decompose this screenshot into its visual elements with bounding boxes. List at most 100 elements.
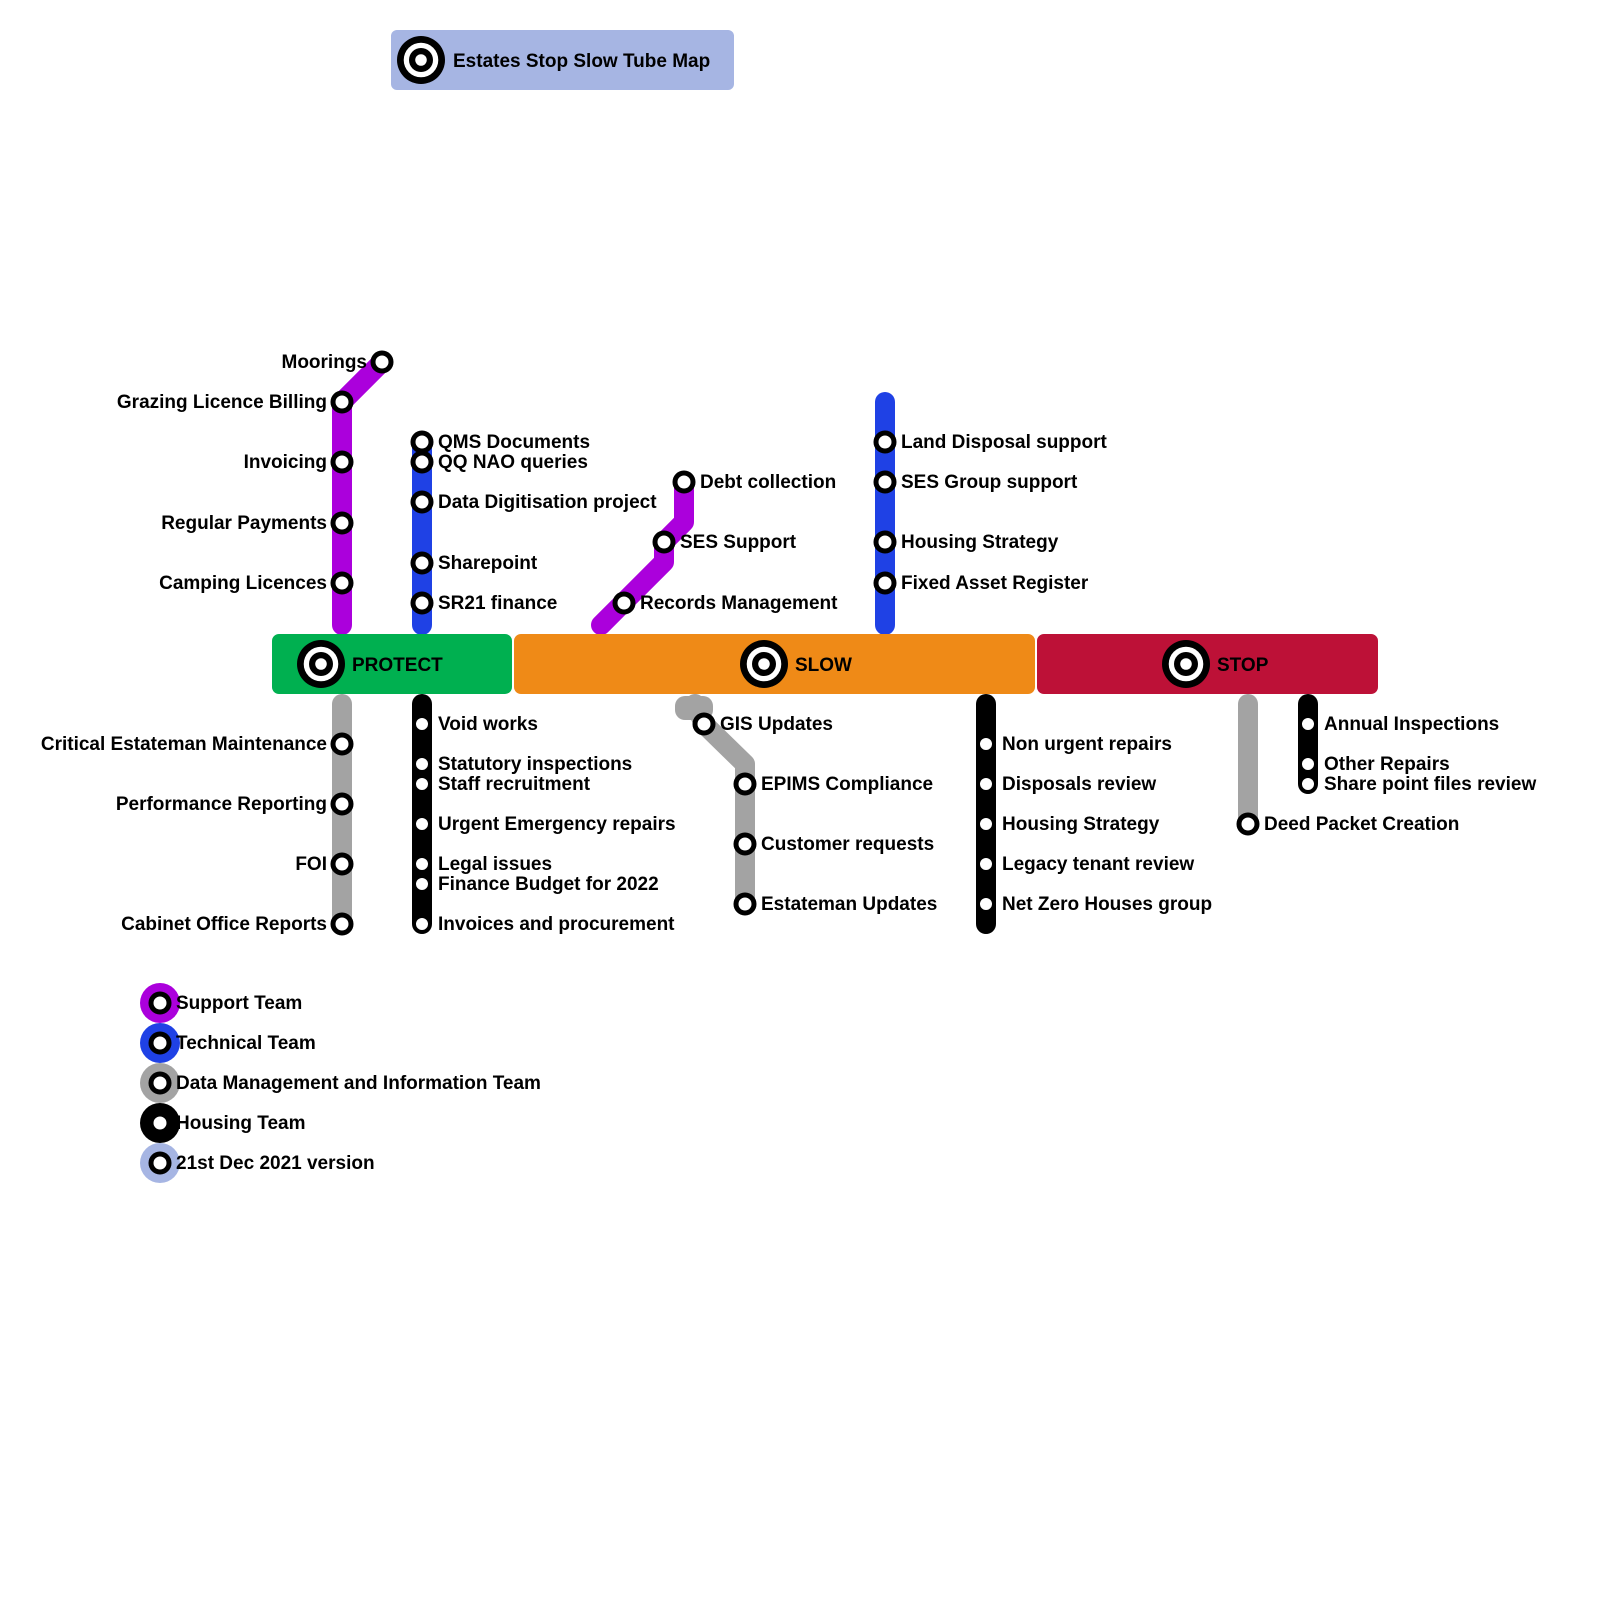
station-void-works[interactable]: Void works [414, 714, 538, 735]
legend-item-data: Data Management and Information Team [140, 1063, 541, 1103]
station-qq-nao-queries[interactable]: QQ NAO queries [410, 450, 588, 474]
legend-item-technical: Technical Team [140, 1023, 316, 1063]
station-other-repairs[interactable]: Other Repairs [1300, 754, 1450, 775]
station-fixed-asset-register[interactable]: Fixed Asset Register [873, 571, 1089, 595]
station-label: QQ NAO queries [438, 452, 588, 473]
station-housing-strategy[interactable]: Housing Strategy [978, 814, 1160, 835]
station-housing-strategy[interactable]: Housing Strategy [873, 530, 1059, 554]
station-marker [733, 772, 757, 796]
station-customer-requests[interactable]: Customer requests [733, 832, 934, 856]
station-label: EPIMS Compliance [761, 774, 933, 795]
station-annual-inspections[interactable]: Annual Inspections [1300, 714, 1499, 735]
station-ses-group-support[interactable]: SES Group support [873, 470, 1078, 494]
station-marker [873, 470, 897, 494]
station-marker [733, 892, 757, 916]
station-epims-compliance[interactable]: EPIMS Compliance [733, 772, 933, 796]
station-label: Performance Reporting [116, 794, 327, 815]
station-cabinet-office-reports[interactable]: Cabinet Office Reports [121, 912, 354, 936]
station-marker [978, 856, 994, 872]
station-label: FOI [295, 854, 327, 875]
station-urgent-emergency-repairs[interactable]: Urgent Emergency repairs [414, 814, 676, 835]
station-marker [1300, 776, 1316, 792]
station-marker [978, 736, 994, 752]
station-marker [410, 490, 434, 514]
legend-label: Support Team [176, 993, 302, 1014]
station-marker [414, 876, 430, 892]
station-marker [330, 852, 354, 876]
station-marker [692, 712, 716, 736]
station-marker-icon [148, 1031, 172, 1055]
station-debt-collection[interactable]: Debt collection [672, 470, 836, 494]
station-marker [330, 912, 354, 936]
station-label: SES Support [680, 532, 797, 553]
station-label: Non urgent repairs [1002, 734, 1172, 755]
station-label: Regular Payments [161, 513, 327, 534]
station-grazing-licence-billing[interactable]: Grazing Licence Billing [117, 390, 354, 414]
station-marker [672, 470, 696, 494]
station-critical-estateman-maintenance[interactable]: Critical Estateman Maintenance [41, 732, 354, 756]
station-marker [1300, 756, 1316, 772]
station-sr21-finance[interactable]: SR21 finance [410, 591, 557, 615]
station-camping-licences[interactable]: Camping Licences [159, 571, 354, 595]
title-banner: Estates Stop Slow Tube Map [391, 30, 734, 90]
legend-label: Data Management and Information Team [176, 1073, 541, 1094]
station-marker [410, 430, 434, 454]
station-legal-issues[interactable]: Legal issues [414, 854, 552, 875]
station-label: Housing Strategy [1002, 814, 1160, 835]
station-finance-budget-for-2022[interactable]: Finance Budget for 2022 [414, 874, 659, 895]
legend-label: Technical Team [176, 1033, 316, 1054]
station-data-digitisation-project[interactable]: Data Digitisation project [410, 490, 657, 514]
station-marker [330, 571, 354, 595]
station-net-zero-houses-group[interactable]: Net Zero Houses group [978, 894, 1212, 915]
station-non-urgent-repairs[interactable]: Non urgent repairs [978, 734, 1172, 755]
station-marker [1236, 812, 1260, 836]
station-share-point-files-review[interactable]: Share point files review [1300, 774, 1536, 795]
station-records-management[interactable]: Records Management [612, 591, 838, 615]
station-performance-reporting[interactable]: Performance Reporting [116, 792, 354, 816]
station-label: Finance Budget for 2022 [438, 874, 659, 895]
station-deed-packet-creation[interactable]: Deed Packet Creation [1236, 812, 1459, 836]
station-qms-documents[interactable]: QMS Documents [410, 430, 590, 454]
station-foi[interactable]: FOI [295, 852, 354, 876]
legend-item-housing: Housing Team [140, 1103, 306, 1143]
station-legacy-tenant-review[interactable]: Legacy tenant review [978, 854, 1194, 875]
station-moorings[interactable]: Moorings [282, 350, 394, 374]
station-staff-recruitment[interactable]: Staff recruitment [414, 774, 591, 795]
station-ses-support[interactable]: SES Support [652, 530, 797, 554]
station-label: SES Group support [901, 472, 1078, 493]
station-label: Disposals review [1002, 774, 1156, 795]
station-marker [733, 832, 757, 856]
station-disposals-review[interactable]: Disposals review [978, 774, 1156, 795]
station-label: Sharepoint [438, 553, 538, 574]
zone-stop: STOP [1037, 634, 1378, 694]
station-label: Legacy tenant review [1002, 854, 1194, 875]
station-invoices-and-procurement[interactable]: Invoices and procurement [414, 914, 675, 935]
roundel-icon [740, 640, 788, 688]
station-marker [414, 916, 430, 932]
station-regular-payments[interactable]: Regular Payments [161, 511, 354, 535]
zone-slow-label: SLOW [795, 655, 852, 676]
legend-item-version: 21st Dec 2021 version [140, 1143, 375, 1183]
zone-protect-label: PROTECT [352, 655, 443, 676]
station-sharepoint[interactable]: Sharepoint [410, 551, 538, 575]
station-statutory-inspections[interactable]: Statutory inspections [414, 754, 632, 775]
station-gis-updates[interactable]: GIS Updates [692, 712, 833, 736]
station-invoicing[interactable]: Invoicing [244, 450, 354, 474]
station-land-disposal-support[interactable]: Land Disposal support [873, 430, 1108, 454]
station-label: Invoices and procurement [438, 914, 675, 935]
station-label: Customer requests [761, 834, 934, 855]
station-label: Statutory inspections [438, 754, 632, 775]
station-label: Records Management [640, 593, 838, 614]
station-marker [612, 591, 636, 615]
station-marker-icon [148, 1111, 172, 1135]
station-estateman-updates[interactable]: Estateman Updates [733, 892, 937, 916]
station-label: Net Zero Houses group [1002, 894, 1212, 915]
station-label: QMS Documents [438, 432, 590, 453]
roundel-icon [1162, 640, 1210, 688]
station-marker [410, 450, 434, 474]
station-label: Moorings [282, 352, 368, 373]
station-label: Other Repairs [1324, 754, 1450, 775]
station-label: Debt collection [700, 472, 836, 493]
station-marker [978, 776, 994, 792]
